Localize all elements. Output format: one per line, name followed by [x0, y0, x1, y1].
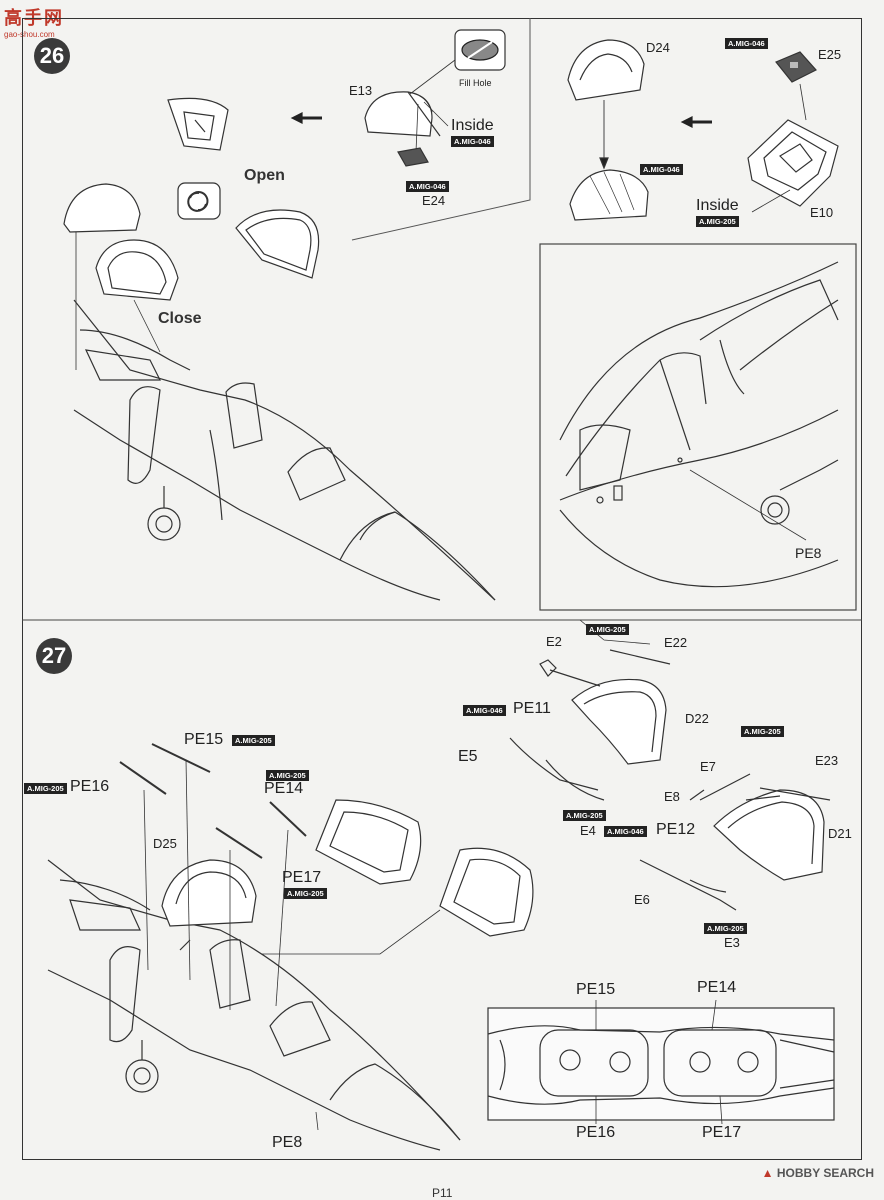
part-e10-label: E10	[810, 205, 834, 220]
close-label: Close	[158, 310, 202, 327]
part-d22-label: D22	[685, 711, 709, 726]
brand-text: HOBBY SEARCH	[776, 1166, 874, 1180]
paint-code-badge: A.MIG-205	[24, 783, 67, 794]
paint-code-badge: A.MIG-205	[284, 888, 327, 899]
part-e4-label: E4	[580, 823, 596, 838]
part-e5-drawing	[509, 737, 599, 791]
paint-code-badge: A.MIG-205	[741, 726, 784, 737]
canopy-close-drawing	[63, 183, 179, 301]
paint-code-badge: A.MIG-205	[563, 810, 606, 821]
part-pe17-label: PE17	[282, 869, 322, 886]
paint-code-badge: A.MIG-205	[704, 923, 747, 934]
open-label: Open	[244, 167, 285, 184]
page-number: P11	[432, 1186, 453, 1200]
paint-code-badge: A.MIG-046	[604, 826, 647, 837]
canopy-open-drawing	[235, 209, 320, 279]
canopy-detail-inset	[539, 243, 857, 611]
part-pe16-label: PE16	[70, 778, 110, 795]
part-pe14-label: PE14	[264, 780, 304, 797]
part-d25-label: D25	[153, 836, 177, 851]
part-e13-label: E13	[349, 83, 373, 98]
part-pe11-label: PE11	[513, 700, 551, 717]
paint-code-badge: A.MIG-205	[586, 624, 629, 635]
paint-code-badge: A.MIG-046	[406, 181, 449, 192]
part-e5-label: E5	[458, 748, 478, 765]
inside-label-1: Inside	[451, 117, 494, 134]
part-d22-drawing	[571, 678, 667, 765]
paint-code-badge: A.MIG-205	[266, 770, 309, 781]
fill-hole-icon	[454, 29, 506, 71]
part-d24-drawing	[567, 39, 645, 101]
part-e13-drawing	[364, 59, 456, 153]
part-e24-label: E24	[422, 193, 446, 208]
direction-arrow	[680, 116, 712, 128]
fill-hole-label: Fill Hole	[459, 78, 492, 88]
part-e25-drawing	[775, 51, 817, 83]
inside-label-2: Inside	[696, 197, 739, 214]
part-e6-drawing	[639, 859, 737, 911]
top-view-pe17-label: PE17	[702, 1124, 742, 1141]
part-d25-drawing	[161, 859, 257, 927]
part-e24-drawing	[397, 147, 429, 167]
canopy-frame-27-left	[315, 799, 422, 885]
part-pe12-label: PE12	[656, 821, 696, 838]
top-view-pe14-label: PE14	[697, 979, 737, 996]
top-view-drawing	[487, 1007, 835, 1121]
paint-code-badge: A.MIG-205	[232, 735, 275, 746]
fuselage-step27-drawing	[47, 859, 461, 1151]
part-pe14-drawing	[269, 801, 307, 837]
part-d24-label: D24	[646, 40, 670, 55]
part-d21-drawing	[713, 789, 825, 881]
part-pe11-drawing	[545, 759, 605, 801]
part-e25-label: E25	[818, 47, 842, 62]
part-e8-drawing	[689, 789, 705, 801]
watermark-url: gao-shou.com	[4, 30, 55, 39]
part-pe15-drawing	[151, 743, 211, 773]
canopy-frame-27-right	[439, 847, 534, 937]
part-e23-drawing	[759, 787, 831, 801]
paint-code-badge: A.MIG-046	[451, 136, 494, 147]
paint-code-badge: A.MIG-205	[696, 216, 739, 227]
inset-divider	[351, 18, 531, 241]
paint-code-badge: A.MIG-046	[463, 705, 506, 716]
part-e2-drawing	[539, 659, 601, 687]
top-view-pe16-label: PE16	[576, 1124, 616, 1141]
part-e2-label: E2	[546, 634, 562, 649]
part-e8-label: E8	[664, 789, 680, 804]
canopy-closeup-drawing	[559, 261, 839, 588]
part-pe12-drawing	[689, 879, 727, 893]
hobby-search-brand: ▲ HOBBY SEARCH	[762, 1166, 874, 1180]
part-e10-drawing	[747, 119, 839, 207]
part-e7-drawing	[699, 773, 781, 801]
part-e22-label: E22	[664, 635, 688, 650]
part-pe17-drawing	[215, 827, 263, 859]
part-e22-drawing	[609, 649, 671, 665]
instruction-page-frame	[22, 18, 862, 1160]
part-pe16-drawing	[119, 761, 167, 795]
part-pe8-label: PE8	[272, 1134, 303, 1151]
canopy-assembled-drawing	[569, 169, 649, 221]
direction-arrow	[290, 112, 322, 124]
paint-code-badge: A.MIG-046	[640, 164, 683, 175]
part-pe15-label: PE15	[184, 731, 224, 748]
paint-code-badge: A.MIG-046	[725, 38, 768, 49]
canopy-frame-small	[167, 97, 229, 151]
part-e6-label: E6	[634, 892, 650, 907]
top-view-pe15-label: PE15	[576, 981, 616, 998]
step-26-badge: 26	[34, 38, 70, 74]
part-e23-label: E23	[815, 753, 839, 768]
step-27-badge: 27	[36, 638, 72, 674]
part-e3-label: E3	[724, 935, 740, 950]
rotate-icon	[177, 182, 221, 220]
part-pe8-label: PE8	[795, 545, 822, 561]
part-e7-label: E7	[700, 759, 716, 774]
part-d21-label: D21	[828, 826, 852, 841]
fuselage-step26-drawing	[73, 299, 496, 601]
hobby-search-logo-icon: ▲	[761, 1166, 774, 1180]
